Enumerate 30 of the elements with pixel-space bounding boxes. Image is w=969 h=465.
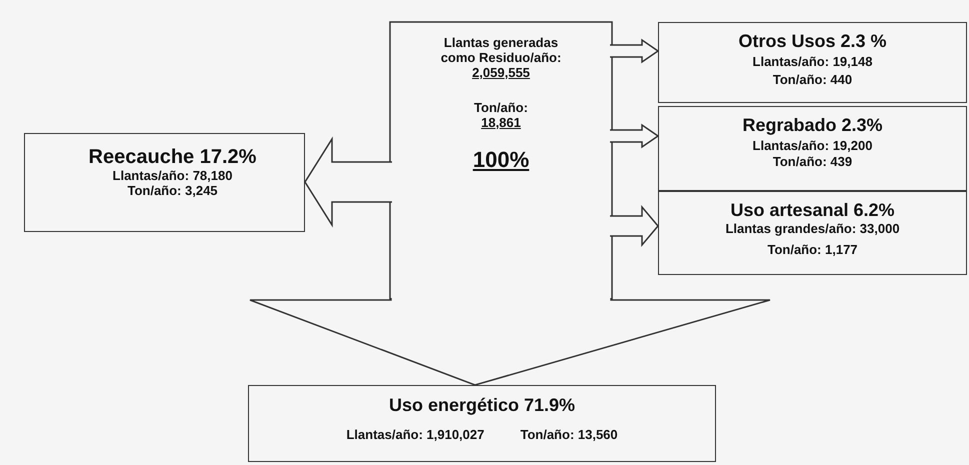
- process-box: [24, 133, 305, 232]
- node-detail: 2,059,555: [472, 66, 530, 81]
- block-arrow: [304, 136, 393, 228]
- node-heading: Reecauche 17.2%: [88, 146, 256, 169]
- block-arrow: [609, 204, 659, 248]
- block-arrow: [609, 38, 660, 64]
- node-detail: Ton/año: 3,245: [127, 184, 218, 199]
- node-detail: Ton/año:: [474, 100, 528, 116]
- total-percentage: 100%: [472, 146, 530, 172]
- block-arrow: [249, 297, 771, 386]
- process-box: [248, 385, 716, 462]
- process-box: [658, 106, 967, 191]
- node-detail: Ton/año: 439: [772, 154, 852, 170]
- node-detail: Llantas/año: 19,148: [752, 54, 872, 70]
- node-detail: Llantas generadas como Residuo/año:: [440, 36, 562, 66]
- node-heading: Uso energético 71.9%: [388, 395, 576, 416]
- node-heading: Regrabado 2.3%: [742, 115, 883, 136]
- node-detail: Llantas/año: 1,910,027: [346, 428, 484, 443]
- process-box: [658, 22, 967, 103]
- node-heading: Uso artesanal 6.2%: [730, 200, 895, 221]
- node-detail: Ton/año: 440: [772, 72, 852, 88]
- node-detail: 18,861: [481, 116, 521, 131]
- node-detail: Ton/año: 1,177: [767, 242, 858, 258]
- node-detail: Llantas/año: 78,180: [112, 169, 232, 184]
- node-detail: Llantas grandes/año: 33,000: [725, 222, 900, 237]
- node-detail: Ton/año: 13,560: [520, 428, 618, 443]
- block-arrow: [609, 124, 660, 148]
- node-detail: Llantas/año: 19,200: [752, 138, 872, 154]
- process-box: [658, 191, 967, 275]
- node-heading: Otros Usos 2.3 %: [738, 31, 887, 52]
